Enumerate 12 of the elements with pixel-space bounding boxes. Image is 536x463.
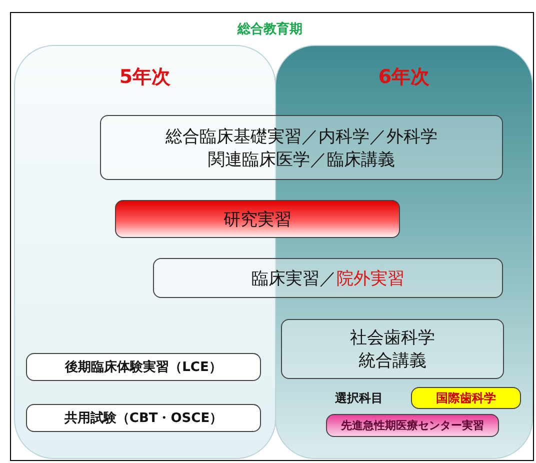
course-box: 研究実習 [115,200,400,238]
course-box: 臨床実習／院外実習 [153,258,503,298]
course-box: 先進急性期医療センター実習 [326,414,499,437]
year-heading: 6年次 [377,65,431,90]
year-heading: 5年次 [118,65,172,90]
course-box: 総合臨床基礎実習／内科学／外科学関連臨床医学／臨床講義 [100,115,503,180]
note-label: 選択科目 [335,390,383,407]
course-box: 後期臨床体験実習（LCE） [26,353,261,381]
course-box: 国際歯科学 [411,387,521,409]
course-box: 社会歯科学統合講義 [281,319,504,379]
course-box: 共用試験（CBT・OSCE） [26,404,261,432]
title: 総合教育期 [236,20,304,38]
